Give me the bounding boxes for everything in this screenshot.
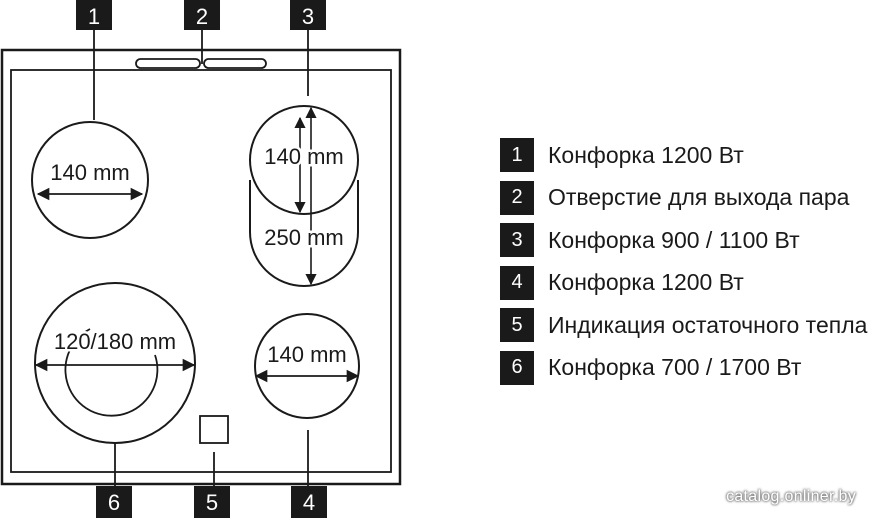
- burner-3-extended-zone: [249, 180, 359, 287]
- legend: 1 Конфорка 1200 Вт 2 Отверстие для выход…: [500, 134, 867, 389]
- callout-5-badge: [194, 486, 230, 518]
- burner-6-dimension-label: 120/180 mm: [54, 329, 176, 354]
- legend-item: 6 Конфорка 700 / 1700 Вт: [500, 347, 867, 390]
- legend-number-badge: 3: [500, 223, 534, 258]
- callout-3-badge: [290, 0, 326, 30]
- burner-4: [254, 313, 360, 419]
- legend-item-text: Конфорка 900 / 1100 Вт: [548, 226, 800, 253]
- callout-4-label: 4: [303, 490, 315, 515]
- callout-3-label: 3: [302, 4, 314, 29]
- legend-item-text: Конфорка 1200 Вт: [548, 269, 744, 296]
- burner-6-inner-zone: [64, 328, 159, 417]
- legend-item: 3 Конфорка 900 / 1100 Вт: [500, 219, 867, 262]
- burner-3-inner: [249, 105, 359, 215]
- steam-vent-left: [135, 58, 201, 69]
- legend-item-text: Индикация остаточного тепла: [548, 311, 868, 338]
- callout-2-badge: [184, 0, 220, 30]
- legend-number-badge: 1: [500, 138, 534, 173]
- legend-item: 1 Конфорка 1200 Вт: [500, 134, 867, 177]
- legend-number-badge: 4: [500, 265, 534, 300]
- legend-item-text: Отверстие для выхода пара: [548, 184, 850, 211]
- legend-number-badge: 6: [500, 350, 534, 385]
- legend-item: 2 Отверстие для выхода пара: [500, 177, 867, 220]
- residual-heat-indicator: [199, 415, 229, 444]
- cooktop-inner-frame: [10, 69, 392, 473]
- legend-item: 4 Конфорка 1200 Вт: [500, 262, 867, 305]
- burner-1: [31, 121, 149, 239]
- legend-item-text: Конфорка 700 / 1700 Вт: [548, 354, 802, 381]
- callout-6-badge: [96, 486, 132, 518]
- callout-1-label: 1: [88, 4, 100, 29]
- burner-6-outer: [34, 282, 196, 444]
- legend-number-badge: 2: [500, 180, 534, 215]
- cooktop-outer-frame: [0, 48, 402, 486]
- legend-number-badge: 5: [500, 308, 534, 343]
- callout-1-badge: [76, 0, 112, 30]
- callout-2-label: 2: [196, 4, 208, 29]
- legend-item-text: Конфорка 1200 Вт: [548, 141, 744, 168]
- burner-4-dimension-label: 140 mm: [267, 342, 346, 367]
- burner-3-large-dimension-label: 250 mm: [264, 225, 343, 250]
- legend-item: 5 Индикация остаточного тепла: [500, 304, 867, 347]
- watermark: catalog.onliner.by: [726, 488, 856, 505]
- burner-3-small-dimension-label: 140 mm: [264, 144, 343, 169]
- callout-5-label: 5: [206, 490, 218, 515]
- callout-6-label: 6: [108, 490, 120, 515]
- steam-vent-right: [203, 58, 267, 69]
- callout-4-badge: [291, 486, 327, 518]
- burner-1-dimension-label: 140 mm: [50, 160, 129, 185]
